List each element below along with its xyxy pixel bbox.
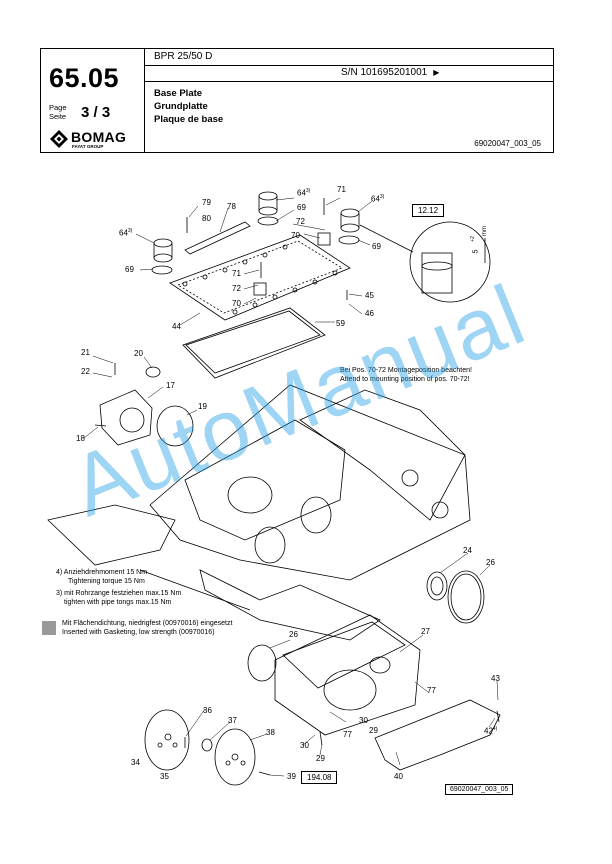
- callout-78: 78: [227, 202, 236, 211]
- callout-70: 70: [291, 231, 300, 240]
- drive-flange: [99, 366, 194, 447]
- callout-40: 40: [394, 772, 403, 781]
- callout-39: 39: [287, 772, 296, 781]
- callout-19: 19: [198, 402, 207, 411]
- callout-18: 18: [76, 434, 85, 443]
- title-de: Grundplatte: [154, 101, 208, 112]
- callout-24: 24: [463, 546, 472, 555]
- title-en: Base Plate: [154, 88, 203, 99]
- callout-43: 43: [491, 674, 500, 683]
- callout-42: 424): [484, 726, 498, 736]
- section-number: 65.05: [49, 63, 120, 93]
- callout-59: 59: [336, 319, 345, 328]
- title-fr: Plaque de base: [154, 114, 224, 125]
- seal: [447, 570, 485, 624]
- bomag-logo: BOMAG FAYAT GROUP: [49, 129, 141, 149]
- callout-70: 70: [232, 299, 241, 308]
- callout-26: 26: [289, 630, 298, 639]
- callout-45: 45: [365, 291, 374, 300]
- play-arrow-icon: ▶: [433, 68, 440, 77]
- detail-circle: [359, 221, 491, 303]
- exploded-view-art: [47, 191, 501, 786]
- dimension-value: 5: [472, 249, 480, 254]
- callout-64: 643): [119, 228, 133, 238]
- strip: [184, 221, 251, 255]
- torque-note: 4) Anziehdrehmoment 15 Nm Tightening tor…: [56, 569, 148, 585]
- callout-64: 643): [297, 188, 311, 198]
- callout-29: 29: [369, 726, 378, 735]
- callout-72: 72: [232, 284, 241, 293]
- callout-20: 20: [134, 349, 143, 358]
- seal: [247, 644, 277, 682]
- callout-77: 77: [343, 730, 352, 739]
- callout-46: 46: [365, 309, 374, 318]
- seal: [426, 571, 448, 601]
- gasket: [182, 307, 326, 379]
- callout-37: 37: [228, 716, 237, 725]
- model-name: BPR 25/50 D: [154, 51, 213, 62]
- mounting-note: Bei Pos. 70-72 Montageposition beachten!…: [340, 367, 472, 383]
- exciter-housing: [274, 614, 421, 736]
- callout-64: 643): [371, 194, 385, 204]
- dimension-tolerance: +2: [469, 236, 476, 242]
- callout-30: 30: [359, 716, 368, 725]
- callout-79: 79: [202, 198, 211, 207]
- callout-21: 21: [81, 348, 90, 357]
- header-rule: [144, 81, 553, 82]
- legend-swatch: [42, 621, 56, 635]
- cover-plate: [169, 234, 351, 321]
- callout-29: 29: [316, 754, 325, 763]
- detail-reference: 12.12: [412, 204, 445, 217]
- callout-17: 17: [166, 381, 175, 390]
- pipe-tongs-note: 3) mit Rohrzange festziehen max.15 Nm ti…: [56, 590, 182, 606]
- callout-34: 34: [131, 758, 140, 767]
- header-divider: [144, 49, 145, 152]
- callout-27: 27: [421, 627, 430, 636]
- header-rule: [144, 65, 553, 66]
- bomag-diamond-icon: [50, 130, 68, 148]
- callout-30: 30: [300, 741, 309, 750]
- callout-69: 69: [125, 265, 134, 274]
- callout-71: 71: [337, 185, 346, 194]
- callout-69: 69: [297, 203, 306, 212]
- pulleys: [144, 709, 256, 786]
- callout-72: 72: [296, 217, 305, 226]
- callout-44: 44: [172, 322, 181, 331]
- page-reference: 194.08: [301, 771, 338, 784]
- main-housing: [149, 384, 471, 581]
- header-frame: 65.05 Page Seite 3 / 3 BOMAG FAYAT GROUP…: [40, 48, 554, 153]
- callout-36: 36: [203, 706, 212, 715]
- serial-number: S/N 101695201001▶: [341, 67, 440, 78]
- dimension-unit: mm: [482, 226, 488, 236]
- leader-lines: [83, 197, 499, 777]
- part-title: Base Plate Grundplatte Plaque de base: [154, 87, 223, 126]
- side-cover: [374, 699, 501, 771]
- drawing-number: 69020047_003_05: [474, 139, 541, 148]
- logo-subtitle: FAYAT GROUP: [72, 144, 104, 149]
- callout-26: 26: [486, 558, 495, 567]
- bolts: [94, 198, 500, 776]
- callout-38: 38: [266, 728, 275, 737]
- callout-69: 69: [372, 242, 381, 251]
- callout-35: 35: [160, 772, 169, 781]
- footer-drawing-number: 69020047_003_05: [445, 784, 514, 795]
- logo-wordmark: BOMAG: [71, 129, 127, 145]
- callout-80: 80: [202, 214, 211, 223]
- callout-71: 71: [232, 269, 241, 278]
- page-label: Page Seite: [49, 103, 67, 121]
- callout-77: 77: [427, 686, 436, 695]
- rubber-mounts: [151, 191, 360, 275]
- base-plate: [47, 504, 381, 641]
- callout-22: 22: [81, 367, 90, 376]
- page-number: 3 / 3: [81, 104, 111, 121]
- gasketing-note: Mit Flächendichtung, niedrigfest (009700…: [62, 620, 233, 636]
- exploded-view-drawing: 79 80 78 643) 71 643) 643) 69 72 70 69 6…: [0, 160, 612, 820]
